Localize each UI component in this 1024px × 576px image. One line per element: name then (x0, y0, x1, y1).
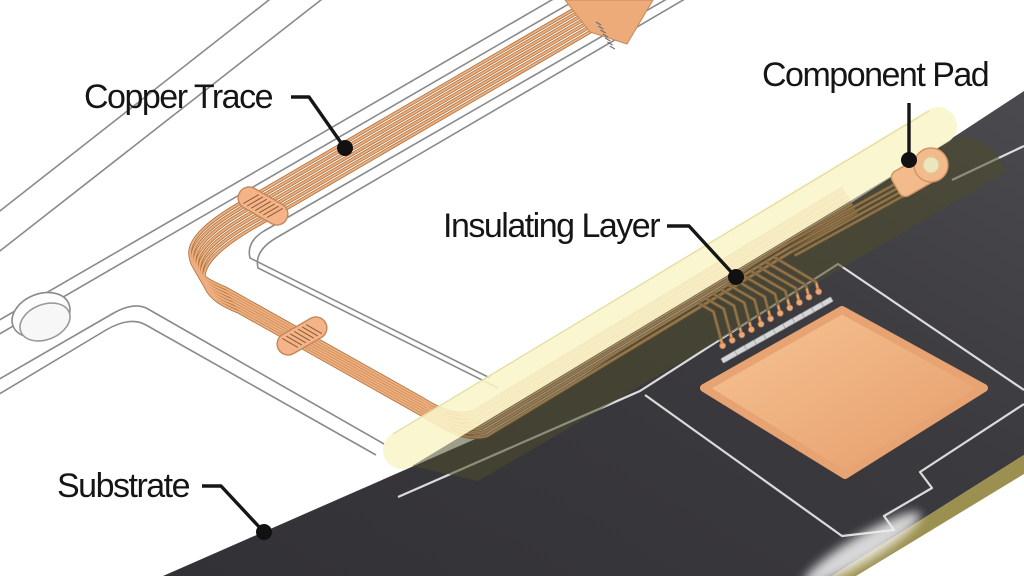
copper-connector-band (564, 0, 654, 50)
insulating-layer-leader (667, 224, 736, 277)
label-component-pad: Component Pad (762, 56, 990, 94)
flex-circuit-outline (0, 0, 685, 456)
ring-component-pad (890, 147, 949, 198)
copper-trace-leader (291, 95, 346, 148)
large-copper-pad (700, 306, 988, 479)
copper-trace-dot (337, 140, 353, 156)
label-insulating-layer: Insulating Layer (443, 207, 661, 245)
insulating-layer-dot (728, 269, 744, 285)
mounting-hole (19, 302, 71, 342)
trace-stiffeners (237, 186, 328, 356)
substrate-dot (256, 524, 272, 540)
insulating-layer-slab (383, 107, 1006, 481)
substrate-leader (202, 484, 264, 532)
label-substrate: Substrate (57, 467, 191, 505)
leader-lines (202, 95, 911, 532)
component-pad-dot (901, 152, 917, 168)
label-copper-trace: Copper Trace (84, 78, 274, 116)
leader-dots (256, 140, 917, 540)
